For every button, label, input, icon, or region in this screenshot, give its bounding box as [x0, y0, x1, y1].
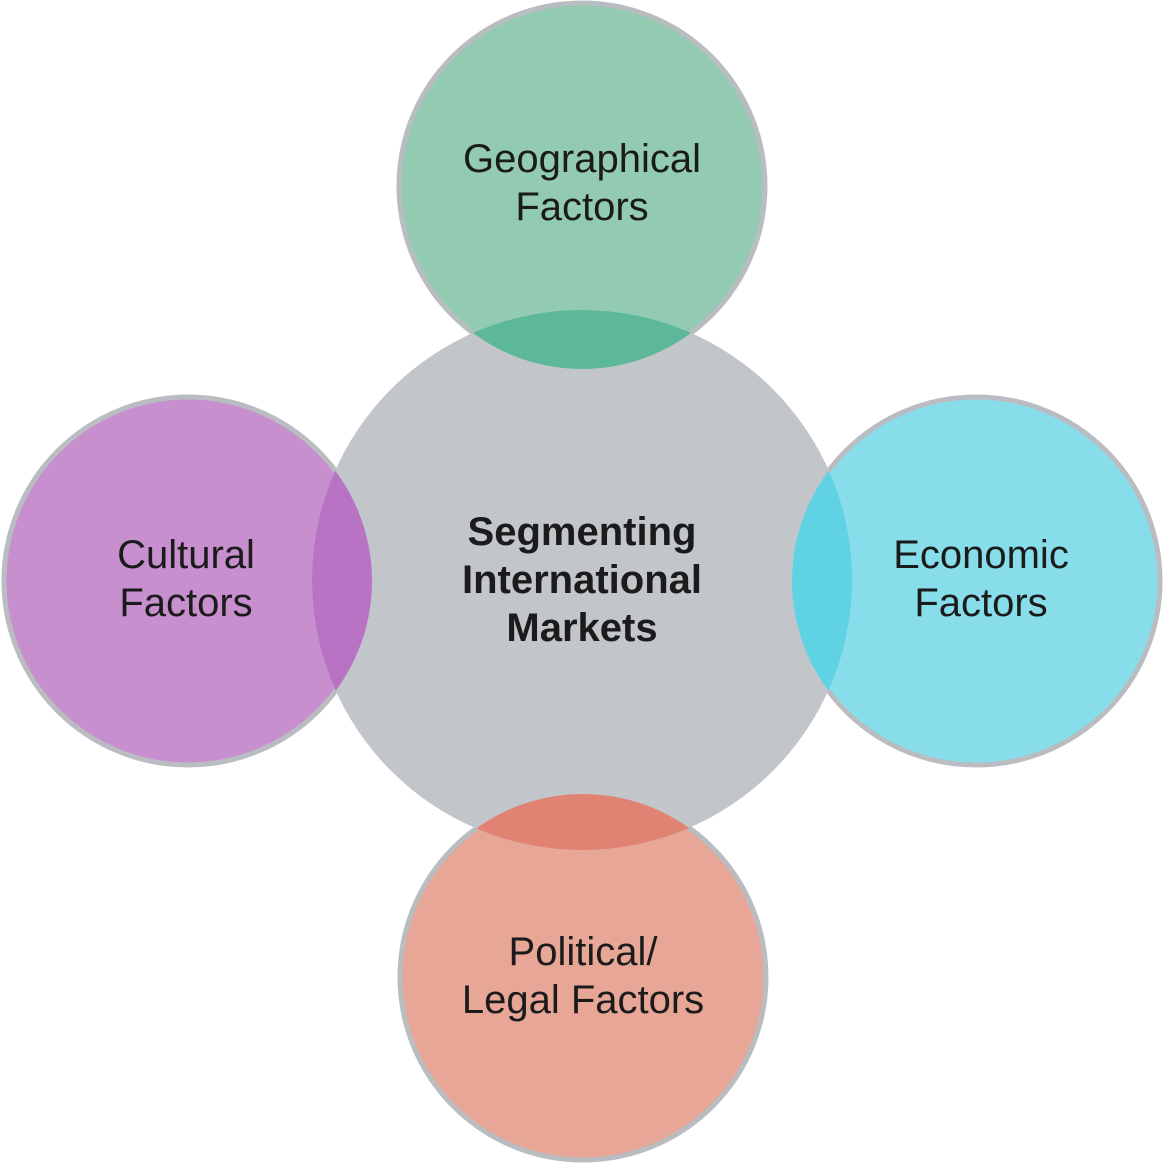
geographical-factors-label: Geographical Factors: [463, 135, 701, 231]
geographical-factors-line2: Factors: [515, 185, 649, 229]
center-title-line1: Segmenting: [467, 510, 697, 554]
geographical-factors-line1: Geographical: [463, 137, 701, 181]
economic-factors-label: Economic Factors: [893, 531, 1069, 627]
cultural-factors-line2: Factors: [119, 581, 253, 625]
center-title: Segmenting International Markets: [462, 508, 702, 652]
political-legal-factors-line2: Legal Factors: [461, 978, 705, 1022]
center-circle: [312, 310, 852, 850]
economic-factors-line2: Factors: [914, 581, 1048, 625]
cultural-factors-label: Cultural Factors: [117, 531, 255, 627]
center-title-line3: Markets: [506, 606, 658, 650]
political-legal-factors-label: Political/ Legal Factors: [462, 928, 704, 1024]
economic-factors-line1: Economic: [893, 533, 1069, 577]
cultural-factors-line1: Cultural: [117, 533, 255, 577]
center-title-line2: International: [461, 558, 703, 602]
political-legal-factors-line1: Political/: [508, 930, 658, 974]
